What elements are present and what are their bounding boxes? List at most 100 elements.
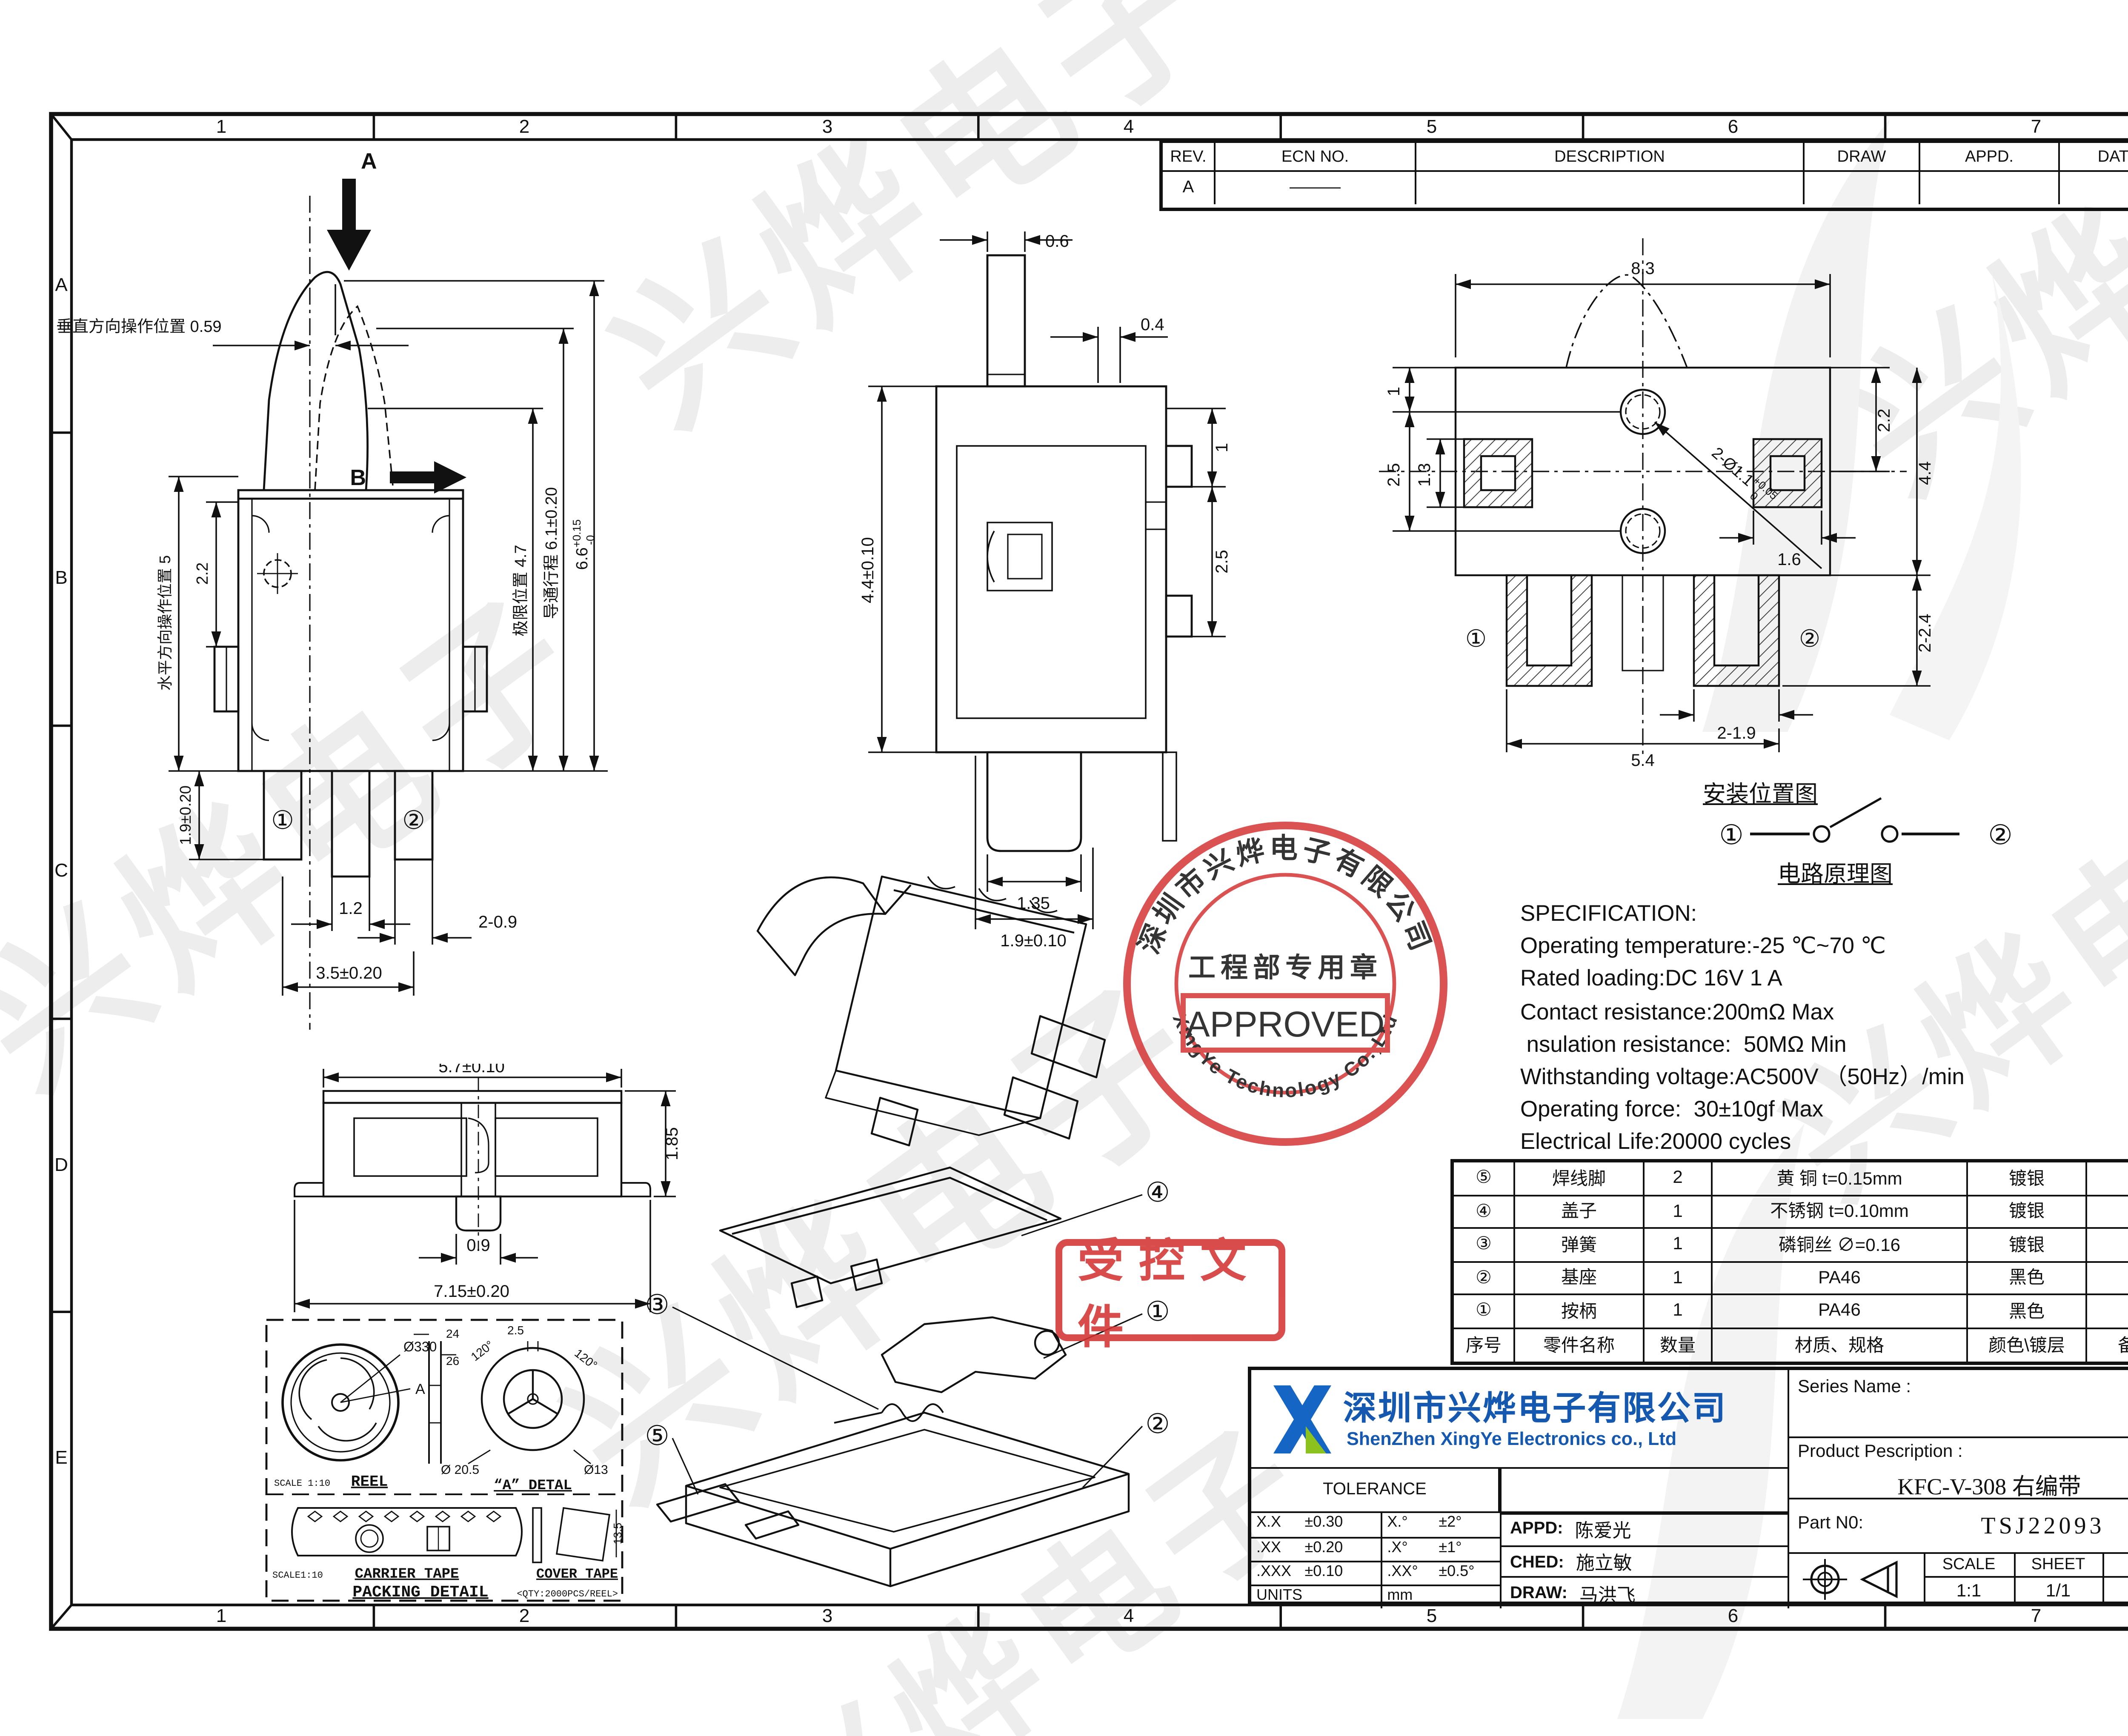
dim-vertical-op: 垂直方向操作位置 0.59 [56,318,222,336]
sheet-value: 1/1 [2045,1581,2071,1602]
rev-header: ECN NO. [1216,143,1416,172]
draw-label: DRAW: [1510,1585,1567,1603]
scale-sheet-rev-row: SCALE 1:1 SHEET 1/1 REV. A1 [1788,1554,2128,1605]
rev-cell [1805,172,1920,204]
revision-table: REV. ECN NO. DESCRIPTION DRAW APPD. DATE… [1159,140,2128,211]
bom-cell: 1 [1645,1295,1713,1328]
series-name-cell: Series Name : [1788,1370,2128,1438]
circuit-caption: 电路原理图 [1778,861,1893,887]
bom-table: ⑤ 焊线脚 2 黄 铜 t=0.15mm 镀银 ④ 盖子 1 不锈钢 t=0.1… [1450,1159,2128,1365]
dim-4-4: 4.4 [1916,461,1934,485]
tol-label: .X° [1387,1539,1408,1556]
spec-line: Rated loading:DC 16V 1 A [1520,965,1782,991]
callout-3: ③ [645,1289,669,1320]
company-logo-icon [1273,1385,1331,1453]
spec-line: nsulation resistance: 50MΩ Min [1520,1031,1847,1057]
units-label: UNITS [1256,1586,1302,1603]
callout-4: ④ [1145,1177,1170,1208]
bom-cell: 1 [1645,1262,1713,1295]
bom-cell: 镀银 [1968,1229,2087,1262]
pin-1-label: ① [271,806,294,834]
specification-block: SPECIFICATION: Operating temperature:-25… [1520,897,2099,1159]
tolerance-header: TOLERANCE [1251,1469,1500,1513]
row-label-left: A [55,276,68,296]
draw-value: 马洪飞 [1579,1585,1636,1606]
tol-value: ±0.30 [1304,1513,1343,1530]
cover-caption: COVER TAPE [536,1566,618,1582]
reel-caption: REEL [351,1473,388,1490]
cover-13-5: 13.5 [611,1523,624,1545]
controlled-document-stamp: 受控文件 [1055,1236,1285,1353]
row-label-left: C [54,861,68,882]
dim-travel: 导通行程 6.1±0.20 [543,487,561,619]
bom-header: 零件名称 [1515,1328,1645,1362]
bom-cell: 盖子 [1515,1196,1645,1229]
rev-value: A1 [2102,1578,2128,1605]
part-label: Part N0: [1798,1513,1864,1533]
bom-cell: ② [1454,1262,1515,1295]
company-name-en: ShenZhen XingYe Electronics co., Ltd [1347,1430,1677,1450]
col-label-bottom: 1 [216,1607,227,1627]
bom-cell [2087,1229,2128,1262]
spec-line: Withstanding voltage:AC500V （50Hz）/min [1520,1064,1965,1090]
bom-cell: 1 [1645,1196,1713,1229]
units-value: mm [1387,1586,1413,1603]
dim-5-4: 5.4 [1631,751,1655,769]
col-label-bottom: 3 [822,1607,833,1627]
dim-5-7: 5.7±0.10 [438,1064,504,1076]
bom-header: 材质、规格 [1713,1328,1968,1362]
rev-cell [1920,172,2060,204]
dim-4-4: 4.4±0.10 [858,537,877,603]
spec-line: SPECIFICATION: [1520,900,1697,926]
circuit-diagram: ① ② [1719,797,2013,850]
col-label-bottom: 2 [519,1607,530,1627]
pin-2-label: ② [1799,625,1820,652]
company-name-cn: 深圳市兴烨电子有限公司 [1343,1391,1728,1428]
bom-cell: 2 [1645,1162,1713,1196]
bom-cell: PA46 [1713,1262,1968,1295]
svg-text:深圳市兴烨电子有限公司: 深圳市兴烨电子有限公司 [1133,832,1438,958]
side-view: 0.6 0.4 1 2.5 4.4±0.10 1.35 1.9±0.10 [858,231,1231,950]
ched-value: 施立敏 [1576,1554,1632,1574]
bom-cell: 焊线脚 [1515,1162,1645,1196]
dim-horizontal-op: 水平方向操作位置 5 [156,555,174,691]
bom-header: 备注 [2087,1328,2128,1362]
packing-detail: Ø330 A REEL SCALE 1:10 24 26 2.5 120° 12… [265,1319,624,1602]
section-a-label: A [361,149,377,174]
bom-cell: ① [1454,1295,1515,1328]
adetail-caption: “A” DETAL [494,1478,572,1494]
dim-1: 1 [1213,443,1231,452]
dim-2-5: 2.5 [1213,550,1231,574]
projection-symbol [1803,1559,1898,1600]
bom-cell: 基座 [1515,1262,1645,1295]
reel-scale: SCALE 1:10 [274,1478,330,1489]
dim-8-3: 8.3 [1631,259,1655,278]
section-b-label: B [350,465,366,490]
callout-5: ⑤ [645,1420,669,1451]
sheet-label: SHEET [2014,1554,2102,1578]
col-label-top: 7 [2031,117,2042,138]
dim-1-85: 1.85 [663,1127,681,1160]
dim-1-2: 1.2 [339,899,363,918]
spec-line: Operating temperature:-25 ℃~70 ℃ [1520,933,1886,959]
col-label-bottom: 5 [1426,1607,1437,1627]
adetail-20-5: Ø 20.5 [441,1463,479,1477]
circuit-pin2: ② [1988,819,2012,850]
pin-2-label: ② [402,806,425,834]
rev-header: DESCRIPTION [1416,143,1805,172]
bom-cell [2087,1262,2128,1295]
spec-line: Operating force: 30±10gf Max [1520,1096,1824,1122]
scale-value: 1:1 [1956,1581,1982,1602]
pin-1-label: ① [1465,625,1487,652]
col-label-bottom: 6 [1728,1607,1739,1627]
dim-2-0-9: 2-0.9 [478,913,517,931]
spec-line: Contact resistance:200mΩ Max [1520,998,1834,1024]
row-label-left: E [55,1448,68,1469]
company-logo-cell: 深圳市兴烨电子有限公司 ShenZhen XingYe Electronics … [1251,1370,1788,1469]
reel-a-label: A [415,1381,425,1397]
bottom-view: 5.7±0.10 1.85 0.9 7.15±0.20 [294,1064,681,1312]
bom-cell: 1 [1645,1229,1713,1262]
col-label-bottom: 7 [2031,1607,2042,1627]
